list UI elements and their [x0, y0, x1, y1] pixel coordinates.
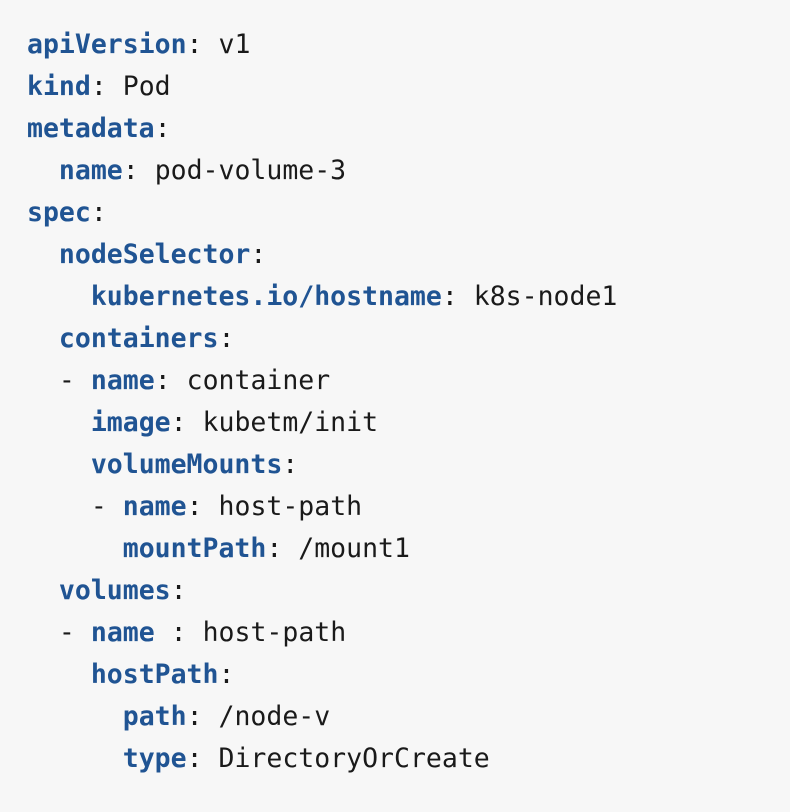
- yaml-value: kubetm/init: [202, 407, 379, 438]
- yaml-key: name: [90, 617, 155, 648]
- yaml-colon: :: [154, 113, 171, 144]
- yaml-value: DirectoryOrCreate: [218, 743, 490, 774]
- yaml-colon: :: [122, 155, 139, 186]
- yaml-colon: :: [186, 701, 203, 732]
- yaml-value: container: [186, 365, 331, 396]
- yaml-colon: :: [250, 239, 267, 270]
- yaml-key: spec: [27, 197, 91, 228]
- yaml-colon: :: [186, 29, 203, 60]
- yaml-key: metadata: [27, 113, 155, 144]
- yaml-colon: :: [282, 449, 299, 480]
- yaml-key: name: [90, 365, 155, 396]
- yaml-line: type: DirectoryOrCreate: [27, 738, 790, 780]
- yaml-value: /node-v: [218, 701, 331, 732]
- yaml-colon: :: [170, 407, 187, 438]
- yaml-key: volumes: [58, 575, 171, 606]
- yaml-colon: :: [218, 659, 235, 690]
- yaml-line: apiVersion: v1: [27, 24, 790, 66]
- yaml-colon: :: [266, 533, 283, 564]
- yaml-colon: :: [218, 323, 235, 354]
- yaml-value: v1: [218, 29, 251, 60]
- yaml-value: Pod: [122, 71, 171, 102]
- yaml-line: kind: Pod: [27, 66, 790, 108]
- yaml-line: kubernetes.io/hostname: k8s-node1: [27, 276, 790, 318]
- yaml-colon: :: [441, 281, 458, 312]
- yaml-sequence-dash: -: [90, 491, 107, 522]
- yaml-value: k8s-node1: [473, 281, 618, 312]
- yaml-colon: :: [90, 197, 107, 228]
- yaml-colon: :: [170, 617, 187, 648]
- yaml-value: pod-volume-3: [154, 155, 347, 186]
- yaml-colon: :: [186, 491, 203, 522]
- yaml-line: metadata:: [27, 108, 790, 150]
- yaml-line: - name: container: [27, 360, 790, 402]
- yaml-key: hostPath: [90, 659, 219, 690]
- yaml-line: path: /node-v: [27, 696, 790, 738]
- yaml-sequence-dash: -: [58, 617, 75, 648]
- yaml-key: nodeSelector: [58, 239, 251, 270]
- yaml-line: mountPath: /mount1: [27, 528, 790, 570]
- yaml-line: spec:: [27, 192, 790, 234]
- yaml-colon: :: [170, 575, 187, 606]
- yaml-line: - name : host-path: [27, 612, 790, 654]
- yaml-colon: :: [154, 365, 171, 396]
- yaml-line: volumeMounts:: [27, 444, 790, 486]
- yaml-line: image: kubetm/init: [27, 402, 790, 444]
- yaml-value: /mount1: [298, 533, 410, 564]
- yaml-key: name: [58, 155, 123, 186]
- yaml-value: host-path: [218, 491, 363, 522]
- yaml-line: name: pod-volume-3: [27, 150, 790, 192]
- yaml-sequence-dash: -: [58, 365, 75, 396]
- yaml-colon: :: [90, 71, 107, 102]
- yaml-line: containers:: [27, 318, 790, 360]
- yaml-colon: :: [186, 743, 203, 774]
- yaml-key: type: [122, 743, 187, 774]
- yaml-key: containers: [58, 323, 219, 354]
- yaml-key: apiVersion: [27, 29, 187, 60]
- yaml-value: host-path: [202, 617, 347, 648]
- yaml-line: nodeSelector:: [27, 234, 790, 276]
- yaml-key: mountPath: [122, 533, 267, 564]
- yaml-key: name: [122, 491, 187, 522]
- yaml-key: volumeMounts: [90, 449, 283, 480]
- yaml-key: kind: [27, 71, 91, 102]
- yaml-line: hostPath:: [27, 654, 790, 696]
- yaml-key: path: [122, 701, 187, 732]
- yaml-line: - name: host-path: [27, 486, 790, 528]
- yaml-key: kubernetes.io/hostname: [90, 281, 442, 312]
- yaml-line: volumes:: [27, 570, 790, 612]
- yaml-key: image: [90, 407, 171, 438]
